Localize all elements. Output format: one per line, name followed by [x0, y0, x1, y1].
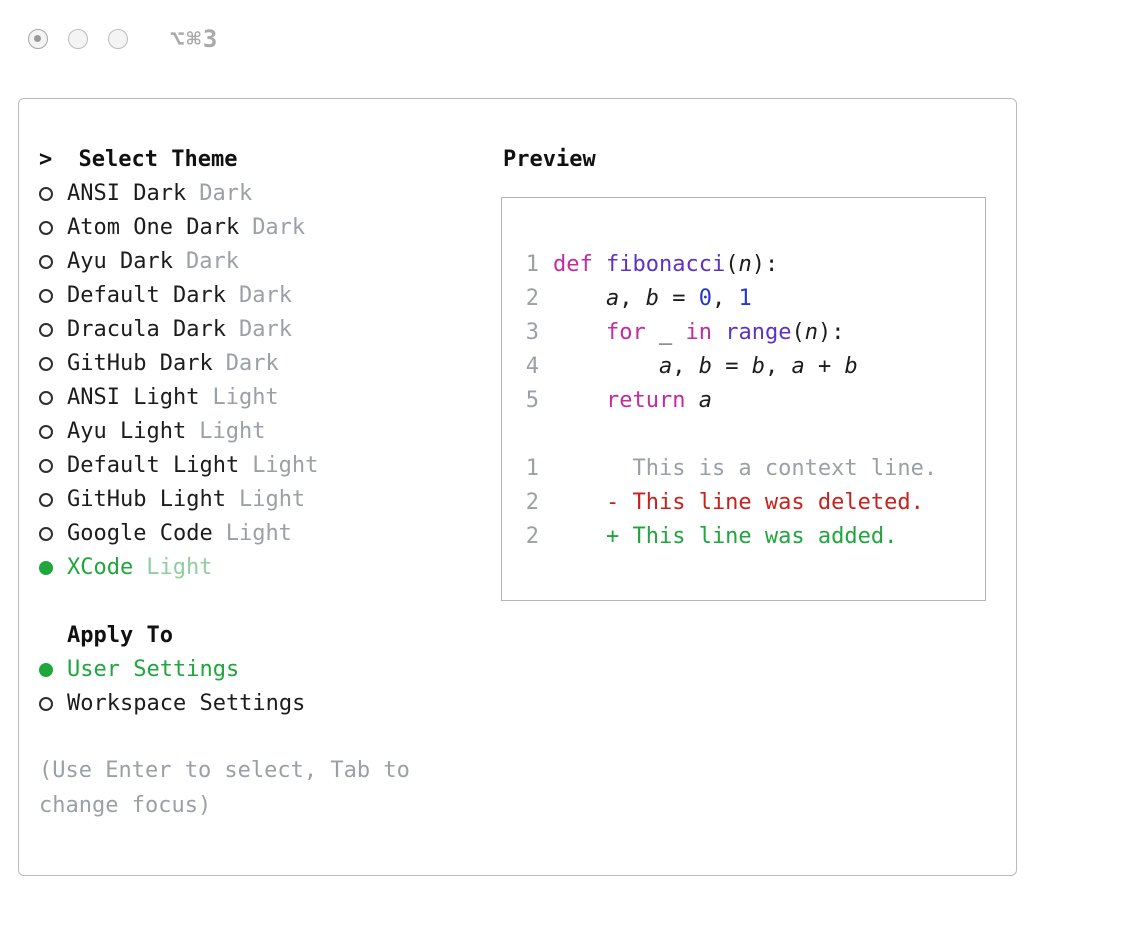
select-theme-title: Select Theme [78, 147, 238, 172]
line-number: 3 [525, 320, 539, 345]
theme-option-github-light[interactable]: GitHub Light Light [39, 483, 481, 517]
theme-variant-label: Dark [225, 351, 279, 376]
option-label: ANSI Light [67, 385, 200, 410]
code-text: - This line was deleted. [553, 490, 924, 515]
line-number: 2 [525, 286, 539, 311]
theme-variant-label: Dark [199, 181, 253, 206]
radio-icon [39, 425, 53, 439]
code-line: 4 a, b = b, a + b [524, 350, 985, 384]
code-line: 1 This is a context line. [524, 452, 985, 486]
line-number [524, 418, 539, 452]
radio-icon [39, 323, 53, 337]
theme-option-ansi-dark[interactable]: ANSI Dark Dark [39, 177, 481, 211]
titlebar: ⌥⌘3 [28, 25, 220, 53]
radio-selected-icon [39, 561, 53, 575]
line-number: 2 [525, 490, 539, 515]
apply-option-workspace-settings[interactable]: Workspace Settings [39, 687, 481, 721]
code-line [524, 418, 985, 452]
code-line: 3 for _ in range(n): [524, 316, 985, 350]
line-number: 1 [525, 252, 539, 277]
code-line: 2 a, b = 0, 1 [524, 282, 985, 316]
code-line: 2 + This line was added. [524, 520, 985, 554]
radio-icon [39, 391, 53, 405]
radio-icon [39, 697, 53, 711]
theme-variant-label: Light [146, 555, 213, 580]
radio-icon [39, 527, 53, 541]
option-label: Workspace Settings [67, 691, 306, 716]
radio-icon [39, 289, 53, 303]
radio-icon [39, 187, 53, 201]
theme-variant-label: Light [225, 521, 292, 546]
theme-variant-label: Light [212, 385, 279, 410]
prompt-caret-icon: > [39, 147, 53, 172]
hint-text: (Use Enter to select, Tab to change focu… [39, 758, 410, 818]
close-button[interactable] [28, 29, 48, 49]
radio-icon [39, 221, 53, 235]
theme-option-github-dark[interactable]: GitHub Dark Dark [39, 347, 481, 381]
line-number: 2 [525, 524, 539, 549]
radio-icon [39, 357, 53, 371]
radio-icon [39, 493, 53, 507]
select-theme-header: > Select Theme [39, 143, 481, 177]
code-line: 1 def fibonacci(n): [524, 248, 985, 282]
option-label: Ayu Light [67, 419, 187, 444]
theme-option-default-dark[interactable]: Default Dark Dark [39, 279, 481, 313]
theme-option-google-code[interactable]: Google Code Light [39, 517, 481, 551]
code-text: return a [605, 388, 712, 413]
line-number: 4 [525, 354, 539, 379]
theme-variant-label: Dark [185, 249, 239, 274]
code-text: + This line was added. [553, 524, 898, 549]
theme-option-ayu-light[interactable]: Ayu Light Light [39, 415, 481, 449]
theme-option-dracula-dark[interactable]: Dracula Dark Dark [39, 313, 481, 347]
theme-variant-label: Light [252, 453, 319, 478]
radio-icon [39, 459, 53, 473]
theme-option-default-light[interactable]: Default Light Light [39, 449, 481, 483]
code-text: a, b = 0, 1 [605, 286, 752, 311]
option-label: User Settings [67, 657, 240, 682]
keyboard-shortcut-label: ⌥⌘3 [170, 25, 220, 53]
line-number: 1 [525, 456, 539, 481]
option-label: Atom One Dark [67, 215, 240, 240]
option-label: Dracula Dark [67, 317, 226, 342]
theme-variant-label: Dark [238, 283, 292, 308]
option-label: XCode [67, 555, 134, 580]
option-label: GitHub Light [67, 487, 226, 512]
code-text: a, b = b, a + b [658, 354, 858, 379]
apply-option-user-settings[interactable]: User Settings [39, 653, 481, 687]
option-label: Default Dark [67, 283, 226, 308]
code-text: for _ in range(n): [605, 320, 845, 345]
theme-option-xcode[interactable]: XCode Light [39, 551, 481, 585]
code-text: def fibonacci(n): [553, 252, 779, 277]
code-text: This is a context line. [553, 456, 938, 481]
theme-option-ayu-dark[interactable]: Ayu Dark Dark [39, 245, 481, 279]
radio-icon [39, 255, 53, 269]
option-label: Ayu Dark [67, 249, 173, 274]
preview-title: Preview [503, 147, 596, 172]
theme-variant-label: Dark [238, 317, 292, 342]
option-label: ANSI Dark [67, 181, 187, 206]
theme-variant-label: Light [199, 419, 266, 444]
apply-to-header: Apply To [67, 623, 173, 648]
line-number: 5 [525, 388, 539, 413]
theme-variant-label: Dark [252, 215, 306, 240]
minimize-button[interactable] [68, 29, 88, 49]
option-label: Google Code [67, 521, 213, 546]
option-label: GitHub Dark [67, 351, 213, 376]
theme-option-atom-one-dark[interactable]: Atom One Dark Dark [39, 211, 481, 245]
theme-variant-label: Light [238, 487, 306, 512]
radio-selected-icon [39, 663, 53, 677]
code-line: 5 return a [524, 384, 985, 418]
theme-option-ansi-light[interactable]: ANSI Light Light [39, 381, 481, 415]
option-label: Default Light [67, 453, 240, 478]
code-line: 2 - This line was deleted. [524, 486, 985, 520]
zoom-button[interactable] [108, 29, 128, 49]
